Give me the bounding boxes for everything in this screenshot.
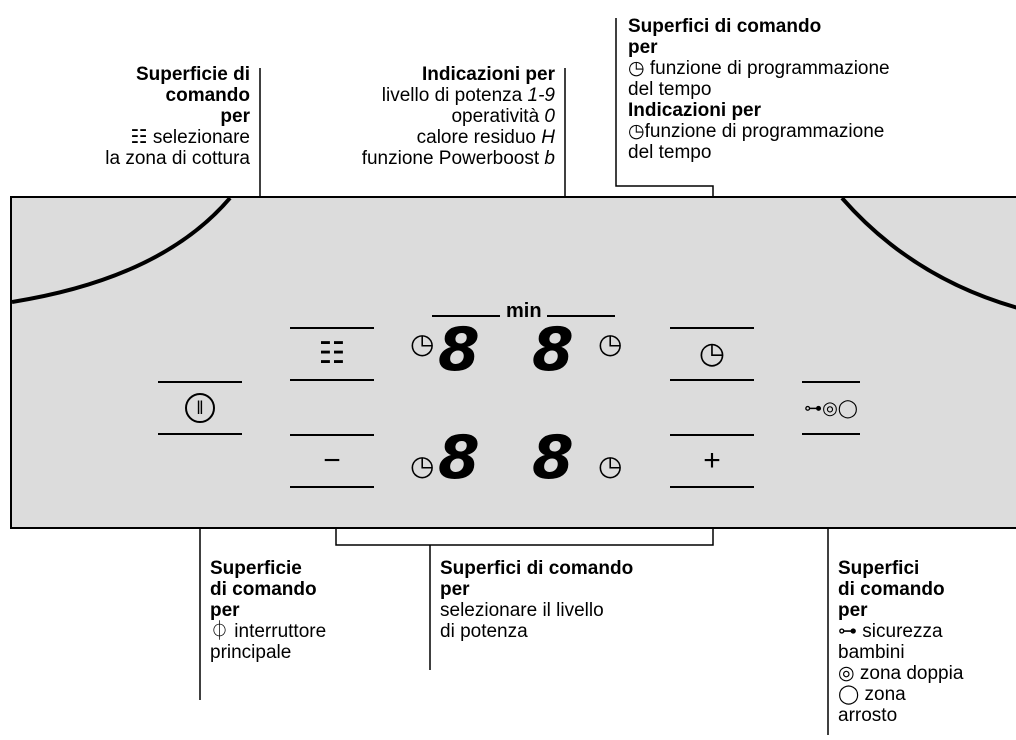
display-digit-bottom-right: 8 [532,423,574,493]
plus-button[interactable]: + [670,434,754,488]
child-lock-button[interactable]: ⊶◎◯ [802,381,860,435]
timer-indicator-icon: ◷ [410,449,435,482]
timer-indicator-icon: ◷ [598,449,623,482]
zone-select-icon: ☷ [318,337,346,370]
power-button[interactable]: ‖ [158,381,242,435]
timer-label: Superfici di comando per ◷ funzione di p… [628,16,890,163]
zone-select-button[interactable]: ☷ [290,327,374,381]
timer-button[interactable]: ◷ [670,327,754,381]
minus-icon: − [323,444,341,477]
zone-select-label: Superficie di comando per ☷ selezionare … [105,64,250,169]
zone-select-icon: ☷ [130,127,148,148]
timer-icon: ◷ [698,337,726,370]
roast-zone-icon: ◯ [838,684,860,705]
cooking-zone-arcs [12,198,1016,310]
timer-indicator-icon: ◷ [410,327,435,360]
minus-button[interactable]: − [290,434,374,488]
timer-icon-2: ◷ [628,121,645,142]
display-digit-bottom-left: 8 [438,423,480,493]
power-level-label: Superfici di comando per selezionare il … [440,558,634,642]
power-icon: ⏀ [210,621,230,642]
indications-label: Indicazioni per livello di potenza 1-9 o… [361,64,555,169]
key-icon: ⊶ [838,621,857,642]
child-lock-icon: ⊶◎◯ [804,398,858,418]
main-switch-label: Superficie di comando per ⏀ interruttore… [210,558,327,663]
double-zone-icon: ◎ [838,663,855,684]
plus-icon: + [703,444,721,477]
min-label: min [506,300,542,322]
timer-icon: ◷ [628,58,645,79]
display-digit-top-left: 8 [438,315,480,385]
power-icon: ‖ [185,393,215,423]
display-digit-top-right: 8 [532,315,574,385]
control-panel [10,196,1016,529]
timer-indicator-icon: ◷ [598,327,623,360]
child-lock-label: Superfici di comando per ⊶ sicurezza bam… [838,558,964,726]
